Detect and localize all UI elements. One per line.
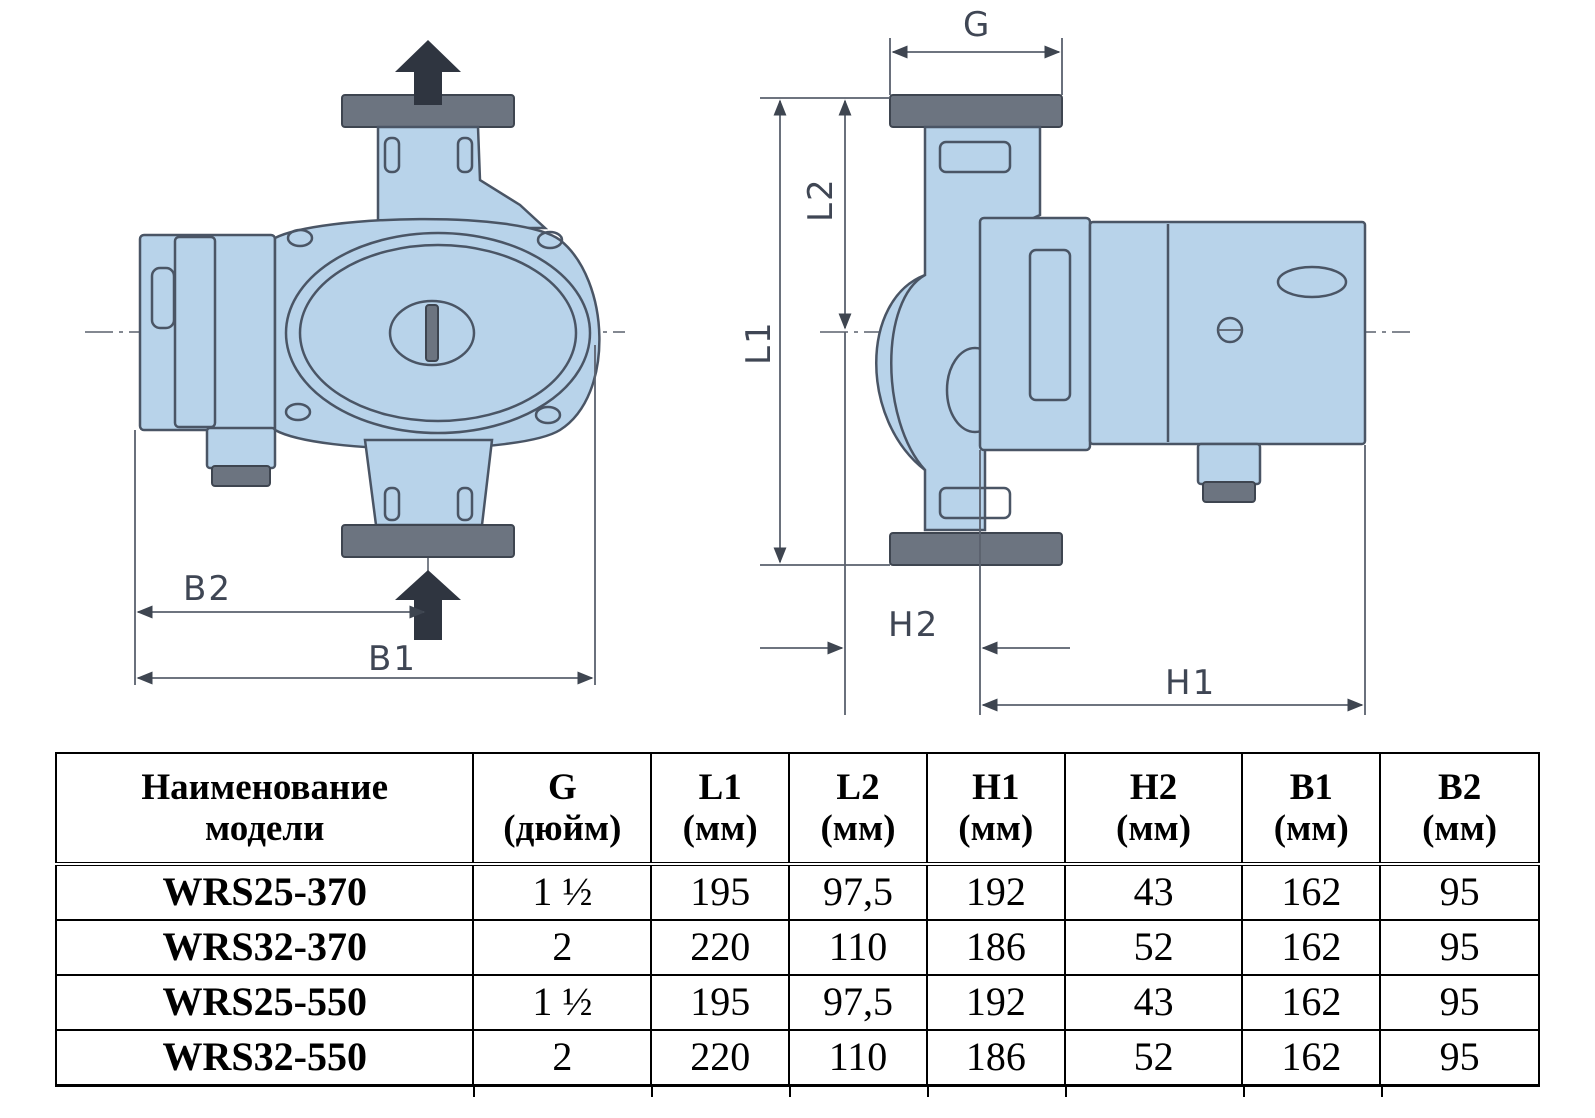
cell-b2: 95 — [1379, 1029, 1540, 1086]
table-cut-edge — [55, 1085, 1540, 1101]
cell-b1: 162 — [1241, 919, 1382, 976]
table-row: WRS25-370 1 ½ 195 97,5 192 43 162 95 — [54, 863, 1540, 921]
cell-l2: 110 — [788, 919, 928, 976]
pump-side-view: G L1 L2 H2 H1 — [739, 5, 1410, 715]
cell-l2: 110 — [788, 1029, 928, 1086]
cell-h1: 192 — [925, 974, 1066, 1031]
dim-label-g: G — [963, 5, 991, 45]
cell-h1: 186 — [925, 1029, 1066, 1086]
header-l1: L1(мм) — [650, 752, 791, 865]
header-h2: H2(мм) — [1063, 752, 1244, 865]
cell-b2: 95 — [1379, 974, 1540, 1031]
cell-l1: 220 — [650, 1029, 791, 1086]
cell-h2: 52 — [1063, 919, 1244, 976]
cell-l1: 195 — [650, 863, 791, 921]
cell-h1: 186 — [925, 919, 1066, 976]
cell-h2: 43 — [1063, 863, 1244, 921]
header-b2: B2(мм) — [1379, 752, 1540, 865]
cell-l2: 97,5 — [788, 974, 928, 1031]
pump-dimension-drawing: B2 B1 G L1 L2 — [85, 5, 1410, 715]
cell-h2: 52 — [1063, 1029, 1244, 1086]
table-row: WRS25-550 1 ½ 195 97,5 192 43 162 95 — [54, 974, 1540, 1031]
dim-label-h2: H2 — [888, 605, 939, 645]
cell-model: WRS25-550 — [54, 974, 475, 1031]
table-row: WRS32-370 2 220 110 186 52 162 95 — [54, 919, 1540, 976]
cell-model: WRS25-370 — [54, 863, 475, 921]
header-g: G(дюйм) — [472, 752, 653, 865]
cell-h1: 192 — [925, 863, 1066, 921]
cell-l1: 220 — [650, 919, 791, 976]
cell-h2: 43 — [1063, 974, 1244, 1031]
cell-l2: 97,5 — [788, 863, 928, 921]
cell-model: WRS32-370 — [54, 919, 475, 976]
cell-b2: 95 — [1379, 919, 1540, 976]
cell-model: WRS32-550 — [54, 1029, 475, 1086]
dim-label-h1: H1 — [1165, 663, 1216, 703]
header-h1: H1(мм) — [925, 752, 1066, 865]
pump-front-view: B2 B1 — [85, 40, 625, 685]
dim-label-l2: L2 — [801, 177, 841, 222]
cell-b1: 162 — [1241, 1029, 1382, 1086]
header-l2: L2(мм) — [788, 752, 928, 865]
cell-g: 2 — [472, 919, 653, 976]
dim-label-l1: L1 — [739, 320, 779, 365]
header-b1: B1(мм) — [1241, 752, 1382, 865]
cell-b1: 162 — [1241, 974, 1382, 1031]
dim-label-b2: B2 — [183, 569, 232, 609]
cell-b1: 162 — [1241, 863, 1382, 921]
cell-l1: 195 — [650, 974, 791, 1031]
cell-g: 1 ½ — [472, 863, 653, 921]
cell-g: 2 — [472, 1029, 653, 1086]
cell-b2: 95 — [1379, 863, 1540, 921]
dim-label-b1: B1 — [368, 639, 417, 679]
cell-g: 1 ½ — [472, 974, 653, 1031]
table-row: WRS32-550 2 220 110 186 52 162 95 — [54, 1029, 1540, 1086]
